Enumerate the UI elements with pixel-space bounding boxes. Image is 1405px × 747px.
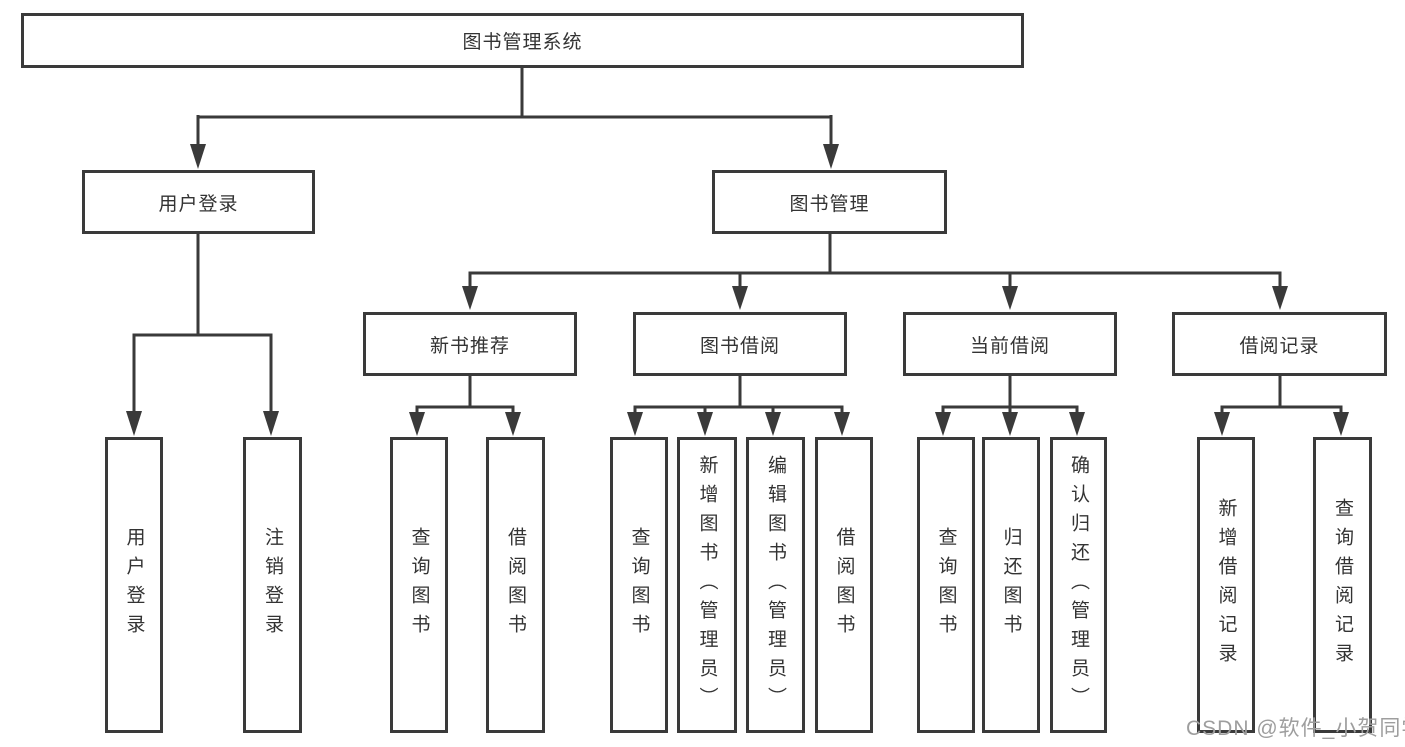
node-label: 当前借阅	[969, 335, 1050, 357]
node-current-borrow: 当前借阅	[903, 312, 1117, 376]
leaf-label: 确认归还（管理员）	[1068, 454, 1089, 716]
node-book-borrow: 图书借阅	[633, 312, 847, 376]
node-label: 图书管理系统	[462, 32, 583, 53]
leaf-logout: 注销登录	[243, 437, 302, 733]
node-borrow-records: 借阅记录	[1172, 312, 1387, 376]
arrowheads	[126, 144, 1349, 436]
connector-records-to-leaves	[1220, 375, 1343, 414]
node-label: 借阅记录	[1239, 335, 1320, 357]
node-new-book-recommend: 新书推荐	[363, 312, 577, 376]
leaf-label: 查询图书	[408, 527, 430, 643]
node-label: 图书借阅	[699, 335, 780, 357]
connector-manage-to-groups	[468, 232, 1282, 288]
leaf-label: 查询图书	[935, 527, 957, 643]
leaf-confirm-return-admin: 确认归还（管理员）	[1050, 437, 1107, 733]
leaf-label: 编辑图书（管理员）	[765, 454, 786, 716]
connector-recommend-to-leaves	[415, 375, 515, 414]
node-library-system: 图书管理系统	[21, 13, 1024, 68]
leaf-label: 查询图书	[628, 527, 650, 643]
leaf-borrow-books: 借阅图书	[486, 437, 545, 733]
leaf-label: 查询借阅记录	[1332, 498, 1353, 672]
leaf-label: 借阅图书	[833, 527, 855, 643]
leaf-query-books: 查询图书	[917, 437, 975, 733]
csdn-watermark: CSDN @软件_小贺同学	[1186, 717, 1405, 740]
leaf-query-books: 查询图书	[390, 437, 448, 733]
connector-root-to-level2	[196, 66, 833, 146]
leaf-label: 借阅图书	[505, 527, 526, 643]
node-label: 图书管理	[789, 193, 870, 215]
leaf-borrow-books: 借阅图书	[815, 437, 873, 733]
leaf-label: 新增借阅记录	[1215, 498, 1237, 672]
node-label: 新书推荐	[429, 335, 510, 357]
node-label: 用户登录	[158, 193, 239, 215]
node-book-manage: 图书管理	[712, 170, 947, 234]
connector-login-to-leaves	[132, 232, 273, 413]
leaf-label: 注销登录	[262, 527, 283, 643]
leaf-label: 归还图书	[1000, 527, 1022, 643]
leaf-edit-books-admin: 编辑图书（管理员）	[746, 437, 805, 733]
leaf-return-books: 归还图书	[982, 437, 1040, 733]
leaf-user-login: 用户登录	[105, 437, 163, 733]
leaf-label: 用户登录	[123, 527, 145, 643]
connector-current-to-leaves	[941, 375, 1079, 414]
leaf-add-books-admin: 新增图书（管理员）	[677, 437, 737, 733]
node-user-login: 用户登录	[82, 170, 315, 234]
connector-borrow-to-leaves	[633, 375, 844, 414]
leaf-query-books: 查询图书	[610, 437, 668, 733]
leaf-label: 新增图书（管理员）	[696, 454, 718, 716]
leaf-add-borrow-record: 新增借阅记录	[1197, 437, 1255, 733]
leaf-query-borrow-record: 查询借阅记录	[1313, 437, 1372, 733]
